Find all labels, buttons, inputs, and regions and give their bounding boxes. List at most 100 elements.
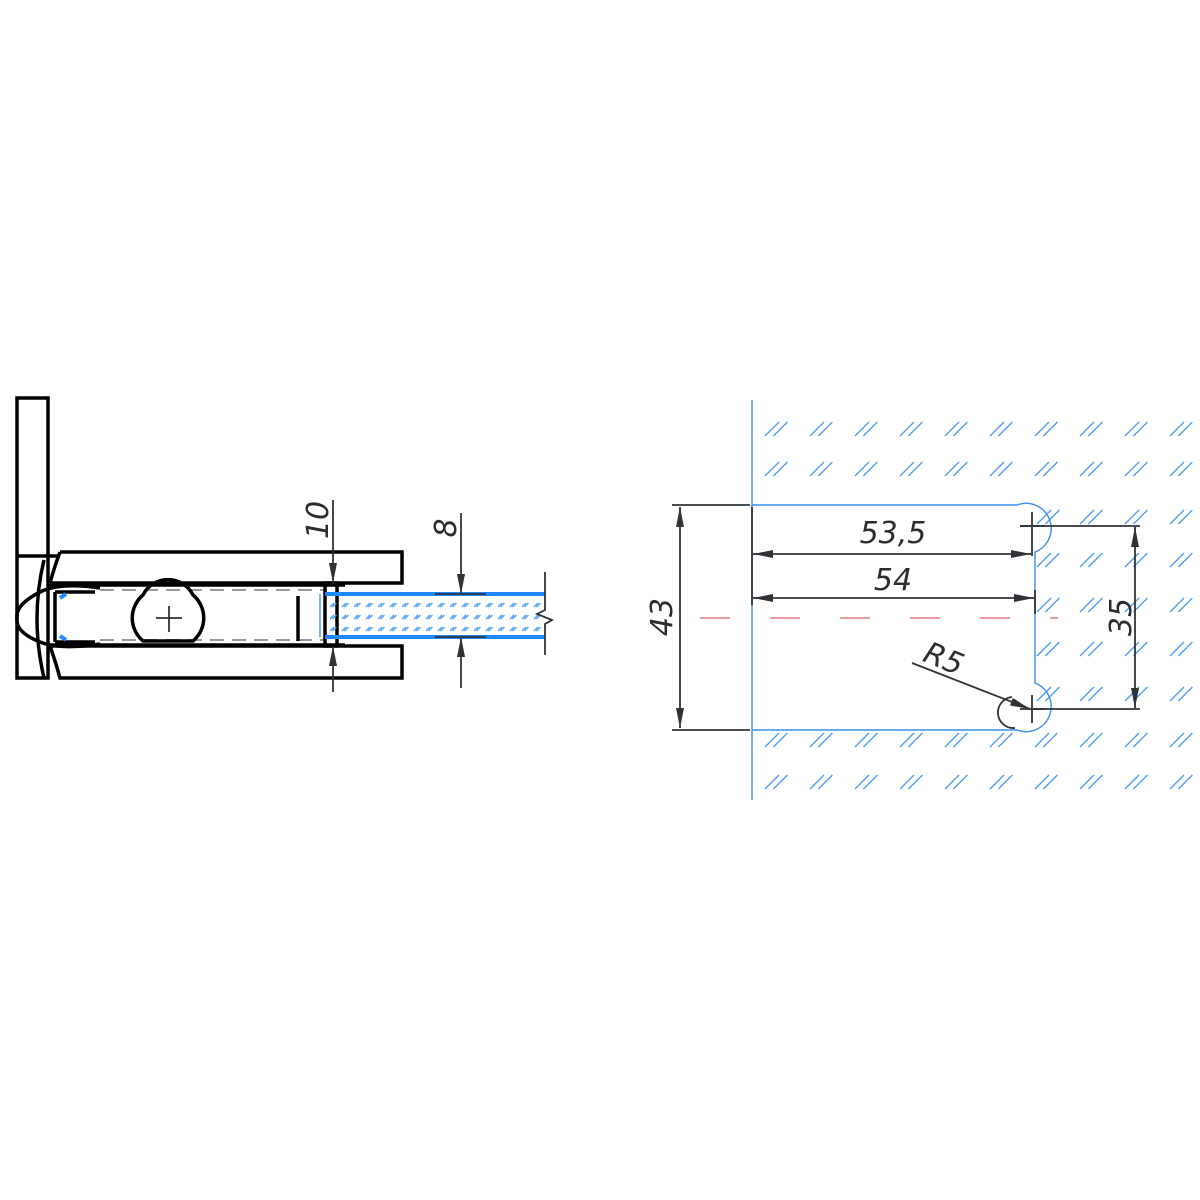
hatch-mark: [439, 602, 445, 608]
hatch-mark: [403, 602, 409, 608]
hatch-mark: [1177, 686, 1193, 702]
glass-panel: [319, 592, 545, 639]
hatch-mark: [509, 626, 515, 632]
hatch-mark: [463, 626, 469, 632]
hatch-mark: [475, 626, 481, 632]
hatch-mark: [329, 614, 335, 620]
hatch-mark: [355, 602, 361, 608]
hatch-mark: [353, 614, 359, 620]
hatch-mark: [944, 461, 960, 477]
hatch-mark: [485, 626, 491, 632]
hatch-mark: [1087, 509, 1103, 525]
hatch-mark: [475, 614, 481, 620]
dimension-label: 43: [645, 598, 680, 636]
hatch-mark: [331, 614, 337, 620]
hatch-mark: [425, 602, 431, 608]
hatch-mark: [944, 732, 960, 748]
hatch-mark: [1124, 509, 1140, 525]
hatch-mark: [1177, 641, 1193, 657]
hatch-mark: [1079, 461, 1095, 477]
hatch-mark: [772, 461, 788, 477]
hatch-mark: [1036, 597, 1052, 613]
dimension-label: 35: [1104, 598, 1139, 636]
hatch-mark: [377, 614, 383, 620]
hatch-mark: [511, 602, 517, 608]
hatch-mark: [343, 626, 349, 632]
hatch-mark: [989, 774, 1005, 790]
hatch-mark: [499, 626, 505, 632]
hatch-mark: [355, 614, 361, 620]
hatch-mark: [1044, 641, 1060, 657]
hatch-mark: [461, 614, 467, 620]
lower-clamp-plate: [48, 644, 404, 680]
hatch-mark: [365, 626, 371, 632]
wall: [15, 396, 50, 680]
hatch-mark: [809, 421, 825, 437]
hatch-mark: [1042, 421, 1058, 437]
hatch-mark: [1044, 509, 1060, 525]
hatch-mark: [1124, 686, 1140, 702]
hatch-mark: [1177, 421, 1193, 437]
hatch-mark: [944, 774, 960, 790]
hatch-mark: [523, 626, 529, 632]
dimension-43: 43: [645, 504, 750, 731]
hatch-mark: [989, 732, 1005, 748]
hatch-mark: [952, 732, 968, 748]
hatch-mark: [389, 626, 395, 632]
dimension-35: 35: [1020, 525, 1140, 710]
hatch-mark: [391, 614, 397, 620]
hatch-mark: [535, 626, 541, 632]
hatch-mark: [1042, 461, 1058, 477]
hatch-mark: [1124, 774, 1140, 790]
hatch-mark: [401, 602, 407, 608]
hatch-mark: [1124, 552, 1140, 568]
hatch-mark: [1079, 732, 1095, 748]
hatch-mark: [899, 732, 915, 748]
hatch-mark: [1169, 641, 1185, 657]
hatch-mark: [1079, 686, 1095, 702]
hatch-mark: [1079, 597, 1095, 613]
hatch-mark: [451, 614, 457, 620]
hatch-mark: [487, 626, 493, 632]
hole-center-cross: [1020, 512, 1045, 556]
hatch-mark: [485, 614, 491, 620]
hatch-mark: [511, 626, 517, 632]
hatch-mark: [952, 774, 968, 790]
clamp-section-view: 10 8: [15, 396, 555, 692]
upper-clamp-plate: [47, 550, 404, 585]
hatch-mark: [1034, 774, 1050, 790]
hatch-mark: [1169, 421, 1185, 437]
hatch-mark: [862, 732, 878, 748]
hatch-mark: [509, 614, 515, 620]
hatch-mark: [449, 602, 455, 608]
hatch-mark: [379, 614, 385, 620]
hatch-mark: [413, 626, 419, 632]
dimension-10: 10: [301, 500, 337, 692]
hatch-mark: [439, 626, 445, 632]
hatch-mark: [1087, 552, 1103, 568]
hatch-mark: [997, 774, 1013, 790]
hatch-mark: [1177, 552, 1193, 568]
hatch-mark: [862, 461, 878, 477]
hatch-mark: [944, 421, 960, 437]
hatch-mark: [1177, 461, 1193, 477]
hatch-mark: [427, 626, 433, 632]
hatch-mark: [533, 614, 539, 620]
hatch-mark: [1087, 421, 1103, 437]
hatch-mark: [437, 602, 443, 608]
hatch-mark: [1036, 641, 1052, 657]
hatch-mark: [1169, 774, 1185, 790]
hatch-mark: [427, 602, 433, 608]
hatch-mark: [499, 602, 505, 608]
hatch-mark: [449, 614, 455, 620]
hatch-mark: [521, 626, 527, 632]
hatch-mark: [1036, 509, 1052, 525]
hatch-mark: [862, 421, 878, 437]
hatch-mark: [907, 732, 923, 748]
hatch-mark: [1132, 732, 1148, 748]
hatch-mark: [1124, 641, 1140, 657]
hatch-mark: [1177, 597, 1193, 613]
hatch-mark: [1034, 421, 1050, 437]
hatch-mark: [1169, 461, 1185, 477]
